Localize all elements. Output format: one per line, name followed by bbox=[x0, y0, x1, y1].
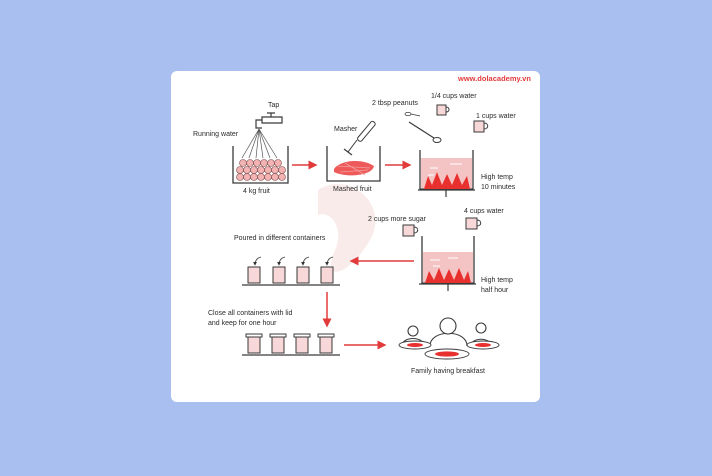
label-peanuts: 2 tbsp peanuts bbox=[372, 100, 418, 107]
plates-icon bbox=[398, 340, 500, 360]
label-one-cup-water: 1 cups water bbox=[476, 113, 516, 120]
label-poured: Poured in different containers bbox=[234, 235, 326, 242]
label-four-cups-water: 4 cups water bbox=[464, 208, 504, 215]
one-cup-icon bbox=[473, 120, 489, 133]
water-spray-icon bbox=[241, 128, 278, 159]
mashed-fruit-bowl-icon bbox=[326, 146, 381, 182]
tap-icon bbox=[255, 112, 283, 129]
sugar-cup-icon bbox=[402, 224, 419, 237]
watermark-shape bbox=[318, 184, 376, 272]
label-quarter-cup-water: 1/4 cups water bbox=[431, 93, 477, 100]
family-icon bbox=[401, 317, 492, 347]
quarter-cup-icon bbox=[436, 104, 450, 116]
label-close-line2: and keep for one hour bbox=[208, 320, 277, 327]
label-ten-minutes: 10 minutes bbox=[481, 184, 516, 191]
label-high-temp-1: High temp bbox=[481, 174, 513, 181]
water-cup-icon bbox=[465, 217, 482, 230]
closed-containers-icon bbox=[242, 333, 340, 356]
label-mashed-fruit: Mashed fruit bbox=[333, 186, 372, 193]
label-fruit-amount: 4 kg fruit bbox=[243, 188, 270, 195]
flame-icon-2 bbox=[419, 268, 476, 291]
open-containers-icon bbox=[242, 256, 340, 286]
brand-url[interactable]: www.dolacademy.vn bbox=[458, 74, 531, 83]
label-masher: Masher bbox=[334, 126, 358, 133]
label-more-sugar: 2 cups more sugar bbox=[368, 216, 427, 223]
label-half-hour: half hour bbox=[481, 287, 509, 294]
label-high-temp-2: High temp bbox=[481, 277, 513, 284]
label-close-line1: Close all containers with lid bbox=[208, 310, 293, 317]
label-tap: Tap bbox=[268, 102, 279, 109]
spoon-icon bbox=[404, 112, 421, 117]
label-family: Family having breakfast bbox=[411, 368, 485, 375]
label-running-water: Running water bbox=[193, 131, 239, 138]
flame-icon-1 bbox=[418, 172, 475, 197]
masher-icon bbox=[343, 120, 376, 156]
ladle-icon bbox=[408, 121, 442, 143]
fruit-pot-icon bbox=[232, 146, 289, 184]
